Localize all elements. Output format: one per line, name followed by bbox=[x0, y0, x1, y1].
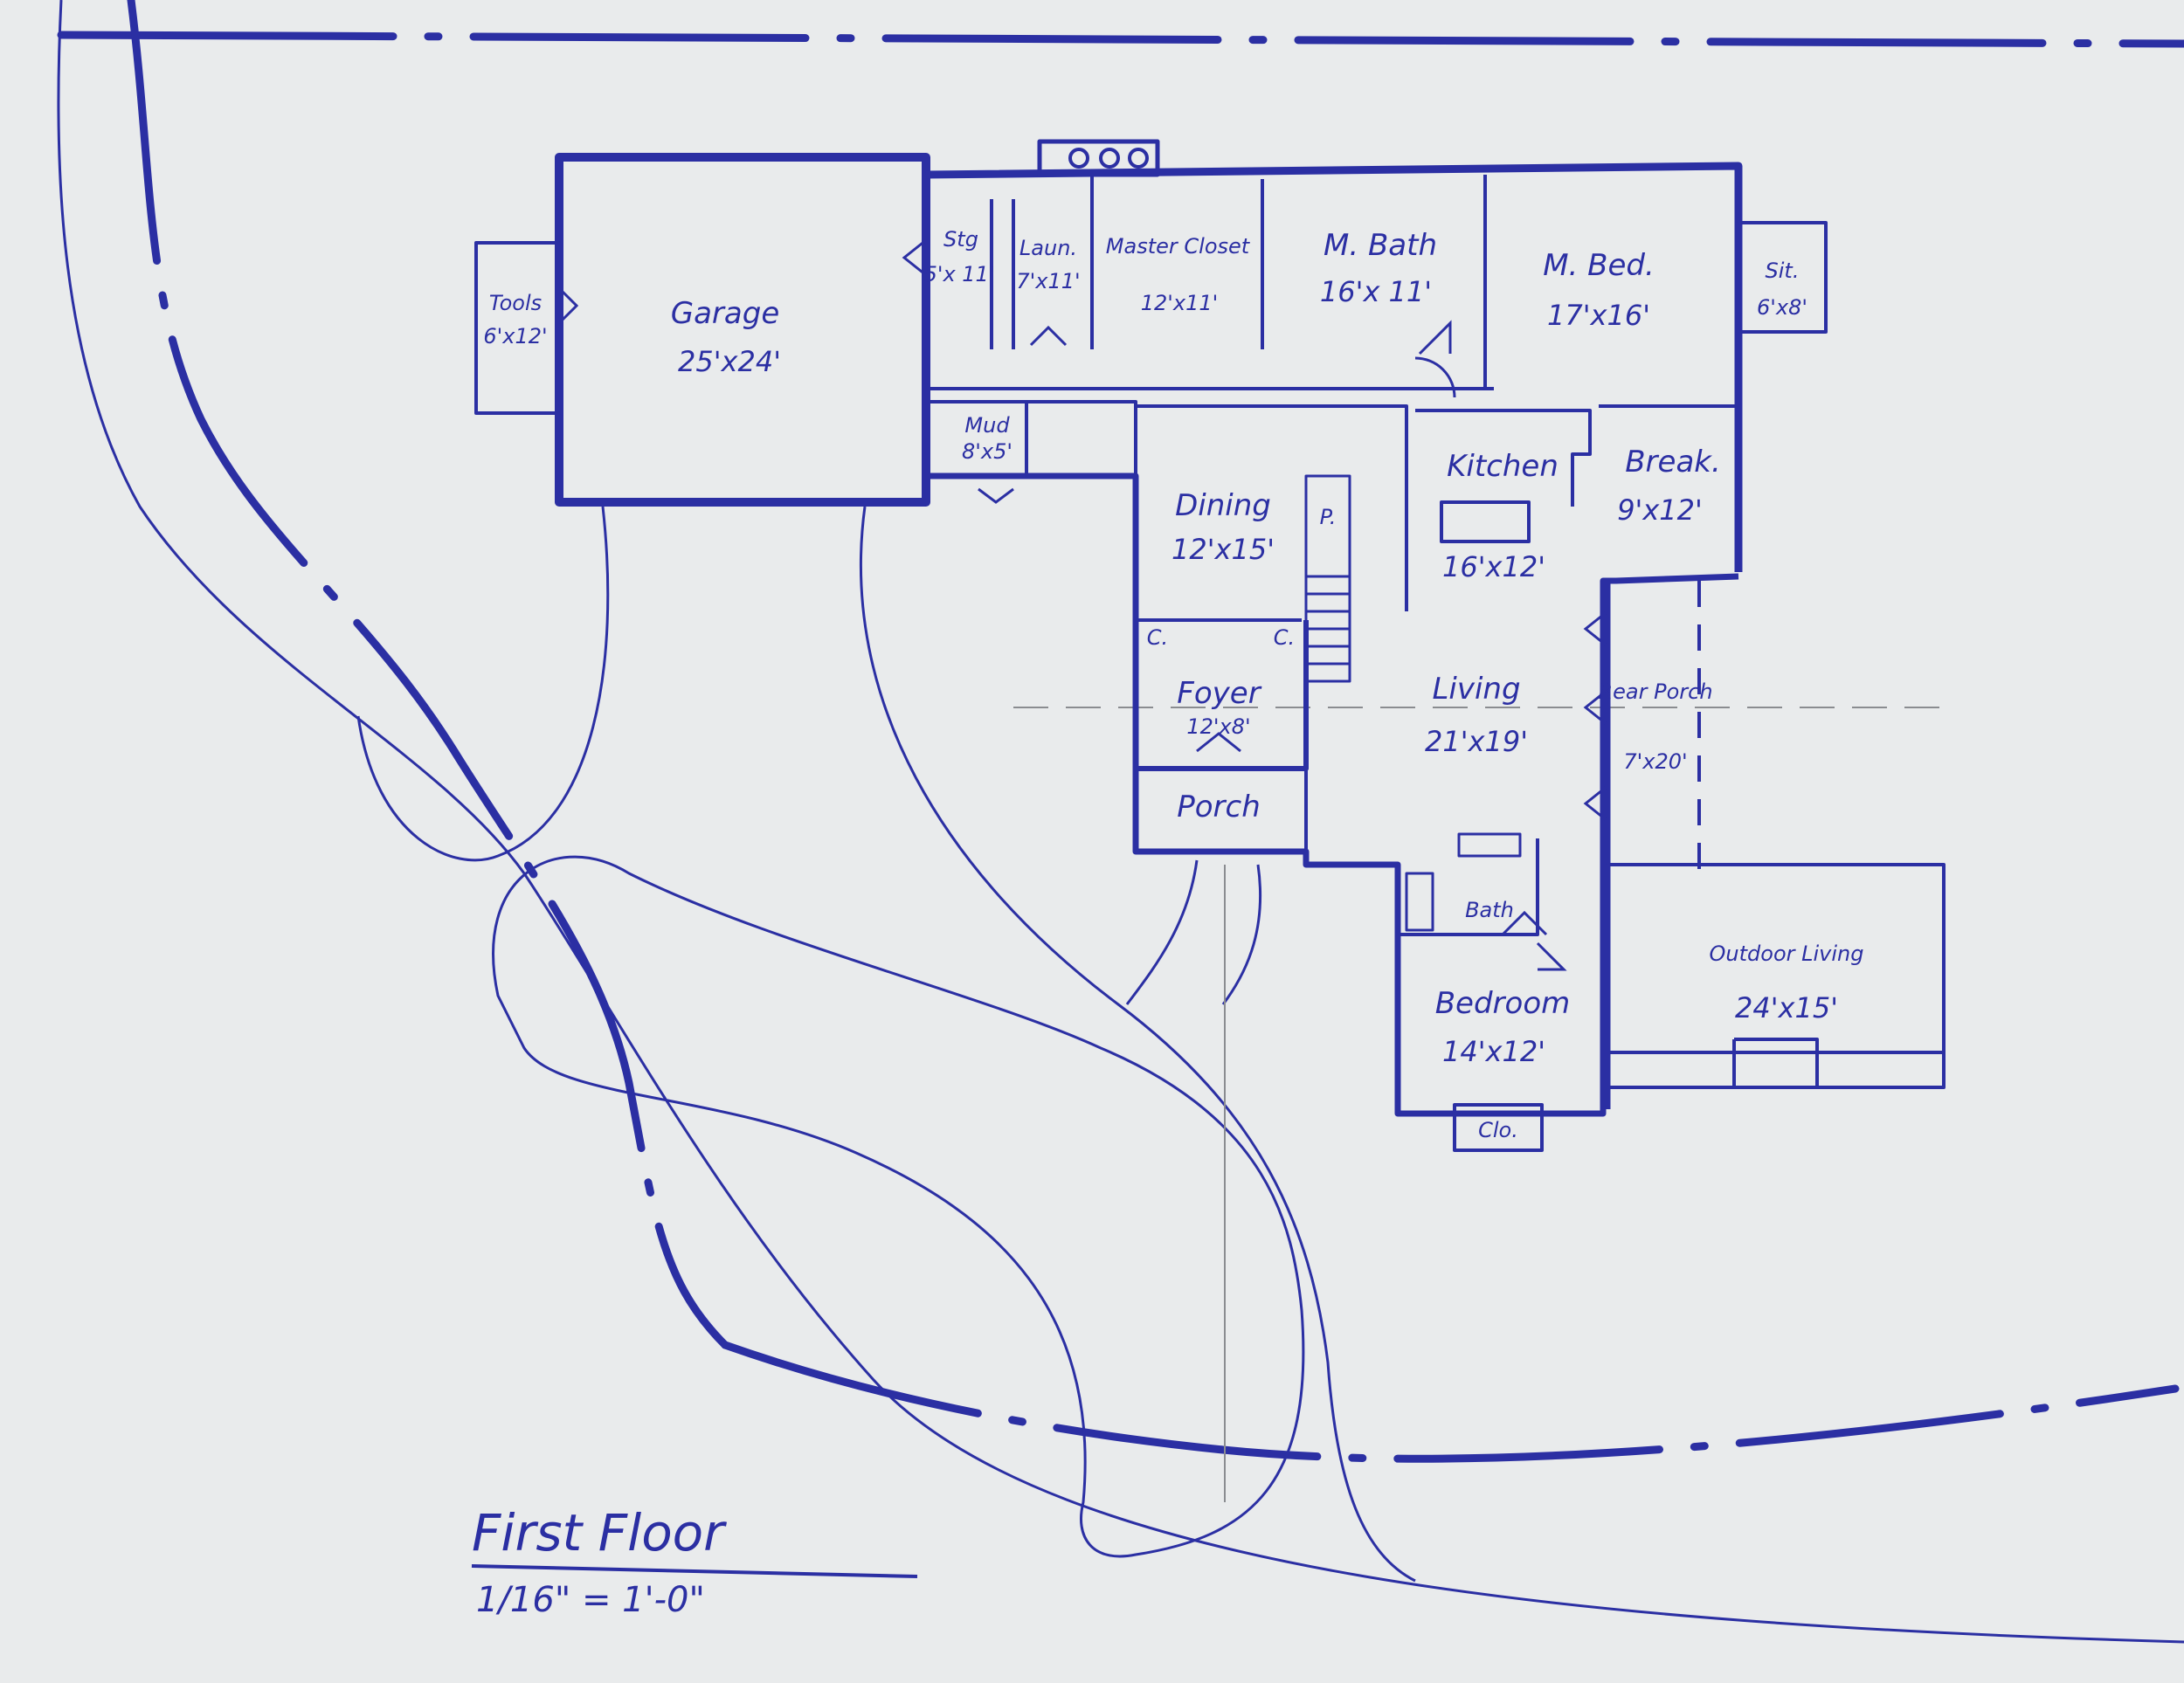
driveway-outer bbox=[57, 0, 2184, 1644]
property-line-top bbox=[57, 31, 2184, 48]
vanity bbox=[1457, 832, 1522, 858]
kitchen-label: Kitchen bbox=[1447, 449, 1559, 484]
driveway-turnaround bbox=[356, 506, 610, 862]
property-line-left bbox=[127, 0, 729, 1349]
title-underline bbox=[471, 1564, 918, 1578]
storage-dim: 5'x 11' bbox=[924, 262, 995, 286]
door-living-east-1 bbox=[1583, 610, 1608, 648]
mud-label: Mud bbox=[964, 413, 1010, 438]
dining-walls bbox=[1136, 404, 1408, 622]
closet-box bbox=[1453, 1103, 1544, 1152]
master-closet-label: Master Closet bbox=[1106, 234, 1251, 259]
laundry-label: Laun. bbox=[1019, 236, 1077, 260]
stair-walls bbox=[1304, 474, 1351, 683]
dining-label: Dining bbox=[1175, 488, 1271, 523]
porch-walls bbox=[1134, 769, 1308, 852]
door-living-east-2 bbox=[1583, 688, 1608, 727]
tools-walls bbox=[474, 241, 561, 415]
outdoor-living-ledge bbox=[1607, 1038, 1944, 1087]
sit-label: Sit. bbox=[1766, 259, 1800, 283]
master-closet-dim: 12'x11' bbox=[1141, 291, 1218, 315]
room-labels: Garage 25'x24' Tools 6'x12' Stg 5'x 11' … bbox=[483, 227, 1863, 1142]
garden-bed bbox=[492, 855, 1305, 1558]
foyer-walls bbox=[1133, 620, 1309, 771]
flue-3 bbox=[1128, 148, 1149, 169]
mud-room-walls bbox=[926, 400, 1137, 476]
walkway-right bbox=[1221, 864, 1262, 1005]
chimney bbox=[1037, 139, 1160, 177]
door-foyer bbox=[1196, 732, 1241, 753]
rear-porch-label: Rear Porch bbox=[1598, 679, 1712, 704]
door-living-east-3 bbox=[1583, 784, 1608, 823]
door-bedroom bbox=[1536, 942, 1567, 971]
door-mbed bbox=[1418, 320, 1452, 355]
site-curves bbox=[57, 0, 2184, 1644]
pencil-guides bbox=[1013, 707, 1957, 1502]
outdoor-living-dim: 24'x15' bbox=[1735, 991, 1838, 1024]
laundry-dim: 7'x11' bbox=[1016, 269, 1080, 293]
house-outline-north bbox=[925, 162, 1743, 572]
flue-2 bbox=[1099, 148, 1120, 169]
closet-label: Clo. bbox=[1478, 1118, 1518, 1142]
foyer-dim: 12'x8' bbox=[1186, 714, 1250, 739]
pantry-label: P. bbox=[1320, 505, 1337, 529]
master-bed-dim: 17'x16' bbox=[1547, 299, 1650, 332]
property-lines bbox=[57, 0, 2184, 1463]
living-dim: 21'x19' bbox=[1425, 725, 1528, 758]
door-laundry bbox=[1029, 325, 1068, 347]
garage-label: Garage bbox=[671, 296, 780, 331]
breakfast-label: Break. bbox=[1625, 445, 1721, 479]
storage-label: Stg bbox=[943, 227, 978, 252]
coat-closet-2-label: C. bbox=[1274, 625, 1295, 650]
bedroom-dim: 14'x12' bbox=[1442, 1035, 1545, 1068]
outdoor-living-walls bbox=[1606, 863, 1946, 1089]
door-garage bbox=[902, 238, 927, 277]
door-mudroom bbox=[978, 487, 1014, 504]
rear-porch-dim: 7'x20' bbox=[1623, 749, 1687, 774]
master-bath-label: M. Bath bbox=[1324, 228, 1437, 263]
driveway-inner bbox=[859, 506, 1416, 1583]
bath-label: Bath bbox=[1465, 898, 1514, 922]
walkway-left bbox=[1125, 859, 1199, 1005]
kitchen-walls bbox=[1415, 404, 1738, 543]
breakfast-dim: 9'x12' bbox=[1617, 493, 1703, 527]
coat-closet-1-label: C. bbox=[1147, 625, 1168, 650]
garage-dim: 25'x24' bbox=[678, 345, 781, 378]
porch-label: Porch bbox=[1177, 790, 1261, 824]
sit-dim: 6'x8' bbox=[1757, 295, 1807, 320]
master-bed-label: M. Bed. bbox=[1543, 248, 1655, 283]
door-tools bbox=[557, 286, 579, 325]
door-swings bbox=[557, 238, 1608, 971]
title-block: First Floor 1/16" = 1'-0" bbox=[471, 1503, 918, 1620]
sit-walls bbox=[1737, 221, 1828, 334]
drawing-scale: 1/16" = 1'-0" bbox=[476, 1580, 705, 1620]
drawing-title: First Floor bbox=[472, 1503, 727, 1562]
dining-dim: 12'x15' bbox=[1171, 533, 1275, 566]
door-bath bbox=[1501, 910, 1548, 936]
outdoor-living-label: Outdoor Living bbox=[1710, 942, 1864, 966]
door-mbath bbox=[1414, 356, 1456, 398]
master-bath-dim: 16'x 11' bbox=[1320, 275, 1432, 308]
tools-dim: 6'x12' bbox=[483, 324, 547, 348]
foyer-label: Foyer bbox=[1177, 676, 1261, 711]
property-line-bottom bbox=[721, 1341, 2180, 1463]
tub bbox=[1405, 872, 1434, 932]
north-rooms-row bbox=[924, 175, 1494, 390]
house-walls bbox=[474, 139, 1946, 1152]
bedroom-label: Bedroom bbox=[1435, 986, 1571, 1021]
bath-walls bbox=[1396, 838, 1539, 936]
flue-1 bbox=[1068, 148, 1089, 169]
mud-dim: 8'x5' bbox=[962, 439, 1013, 464]
tools-label: Tools bbox=[489, 291, 542, 315]
living-label: Living bbox=[1432, 672, 1520, 707]
kitchen-dim: 16'x12' bbox=[1442, 550, 1545, 583]
